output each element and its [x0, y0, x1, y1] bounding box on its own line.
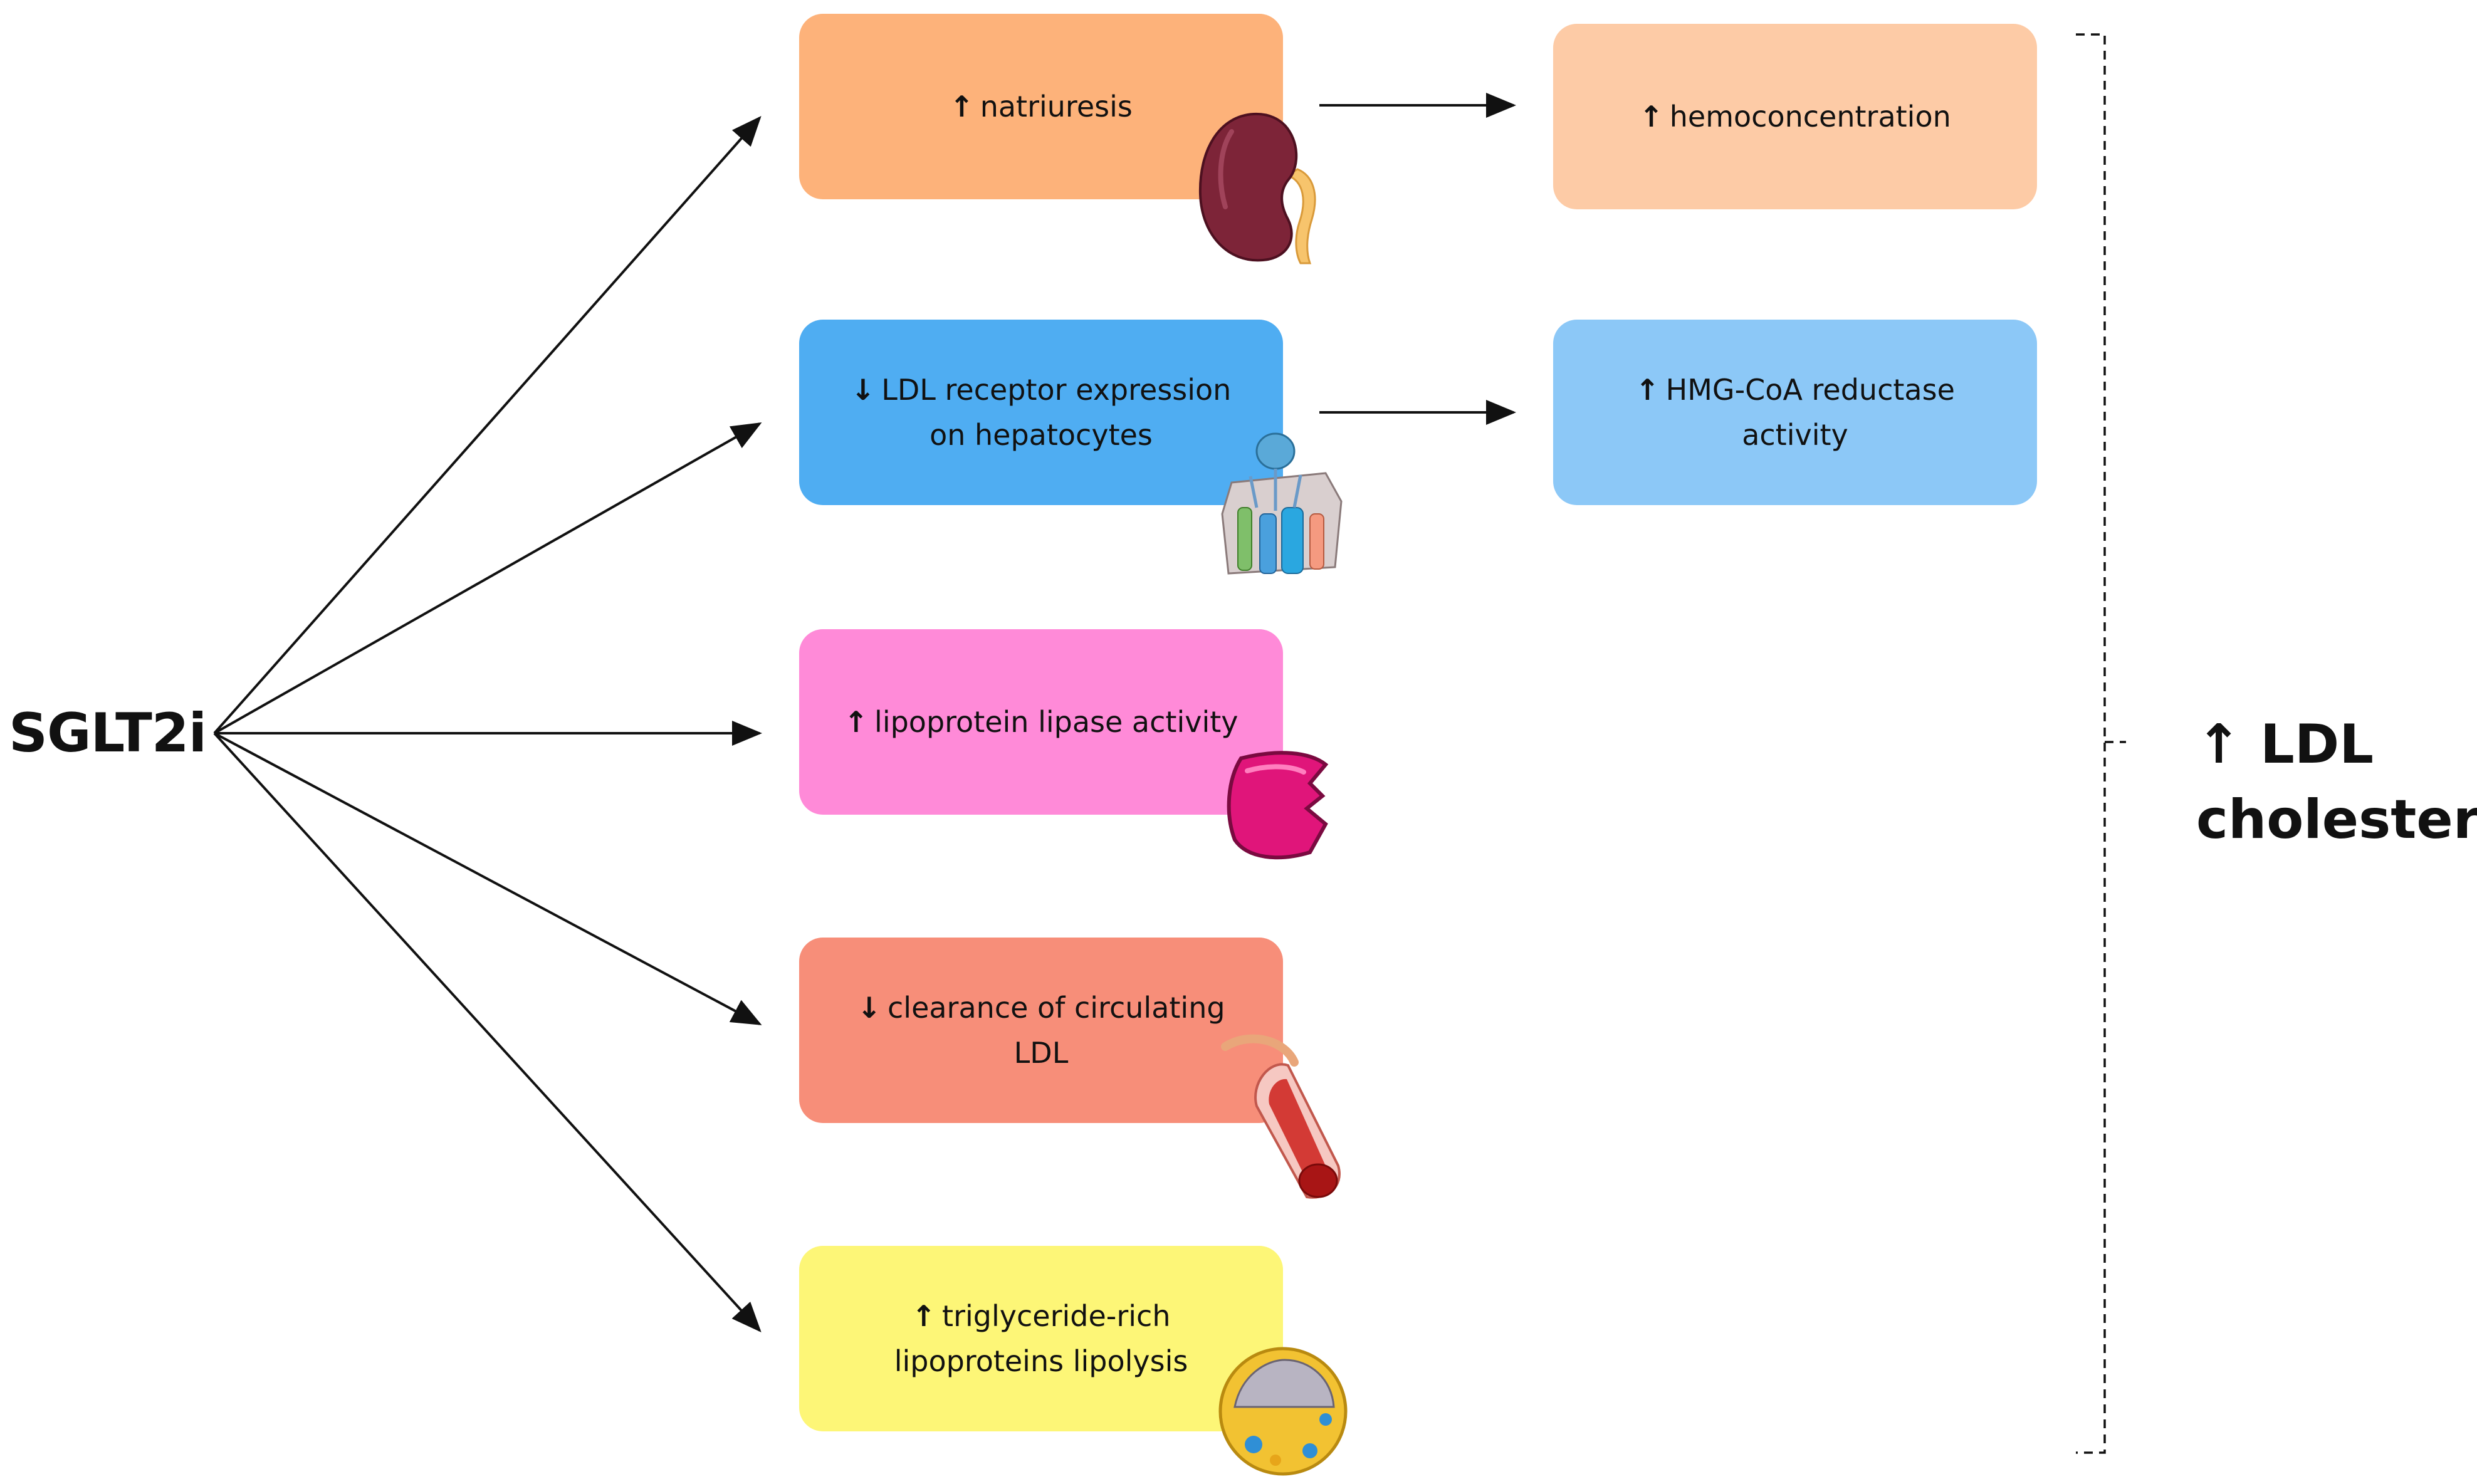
ldl-clearance-box: ↓clearance of circulating LDL [799, 938, 1283, 1123]
lipoprotein-particle-icon [1218, 1347, 1348, 1476]
arrow-to-trl-lipolysis [213, 732, 762, 1332]
enzyme-icon [1227, 751, 1329, 860]
natriuresis-text: natriuresis [980, 90, 1133, 123]
increase-arrow: ↑ [911, 1299, 936, 1333]
ldl-clearance-text: clearance of circulating LDL [888, 991, 1225, 1070]
hemoconcentration-label: ↑hemoconcentration [1639, 94, 1951, 139]
trl-lipolysis-text: triglyceride-rich lipoproteins lipolysis [894, 1299, 1188, 1378]
kidney-icon [1198, 112, 1316, 264]
outcome-ldl-text: LDL [2260, 713, 2374, 776]
outcome-bracket [2076, 33, 2126, 1454]
arrow-to-ldl-receptor [214, 422, 762, 734]
blood-vessel-icon [1221, 1034, 1341, 1199]
ldl-clearance-label: ↓clearance of circulating LDL [857, 985, 1225, 1075]
increase-arrow: ↑ [2196, 713, 2242, 776]
hmgcoa-label: ↑HMG-CoA reductase activity [1635, 367, 1955, 457]
lipoprotein-lipase-label: ↑lipoprotein lipase activity [844, 699, 1238, 745]
hemoconcentration-box: ↑hemoconcentration [1553, 24, 2037, 209]
increase-arrow: ↑ [1635, 373, 1660, 407]
natriuresis-label: ↑natriuresis [950, 84, 1133, 129]
hmgcoa-box: ↑HMG-CoA reductase activity [1553, 320, 2037, 505]
increase-arrow: ↑ [950, 90, 974, 123]
increase-arrow: ↑ [1639, 100, 1663, 133]
trl-lipolysis-box: ↑triglyceride-rich lipoproteins lipolysi… [799, 1246, 1283, 1431]
decrease-arrow: ↓ [851, 373, 876, 407]
lipoprotein-lipase-box: ↑lipoprotein lipase activity [799, 629, 1283, 815]
hemoconcentration-text: hemoconcentration [1669, 100, 1951, 133]
arrow-to-natriuresis [213, 116, 762, 734]
hmgcoa-text: HMG-CoA reductase activity [1665, 373, 1955, 452]
ldl-cholesterol-outcome: ↑ LDL cholesterol [2196, 707, 2477, 857]
liver-lobule-icon [1221, 432, 1343, 575]
outcome-line-1: ↑ LDL [2196, 707, 2477, 782]
lipoprotein-lipase-text: lipoprotein lipase activity [874, 705, 1238, 739]
outcome-line-2: cholesterol [2196, 788, 2477, 851]
increase-arrow: ↑ [844, 705, 869, 739]
arrow-to-ldl-clearance [214, 732, 762, 1025]
trl-lipolysis-label: ↑triglyceride-rich lipoproteins lipolysi… [894, 1293, 1188, 1384]
ldl-receptor-box: ↓LDL receptor expression on hepatocytes [799, 320, 1283, 505]
decrease-arrow: ↓ [857, 991, 881, 1025]
ldl-receptor-label: ↓LDL receptor expression on hepatocytes [851, 367, 1232, 457]
ldl-receptor-text: LDL receptor expression on hepatocytes [881, 373, 1232, 452]
sglt2i-label: SGLT2i [9, 702, 207, 765]
